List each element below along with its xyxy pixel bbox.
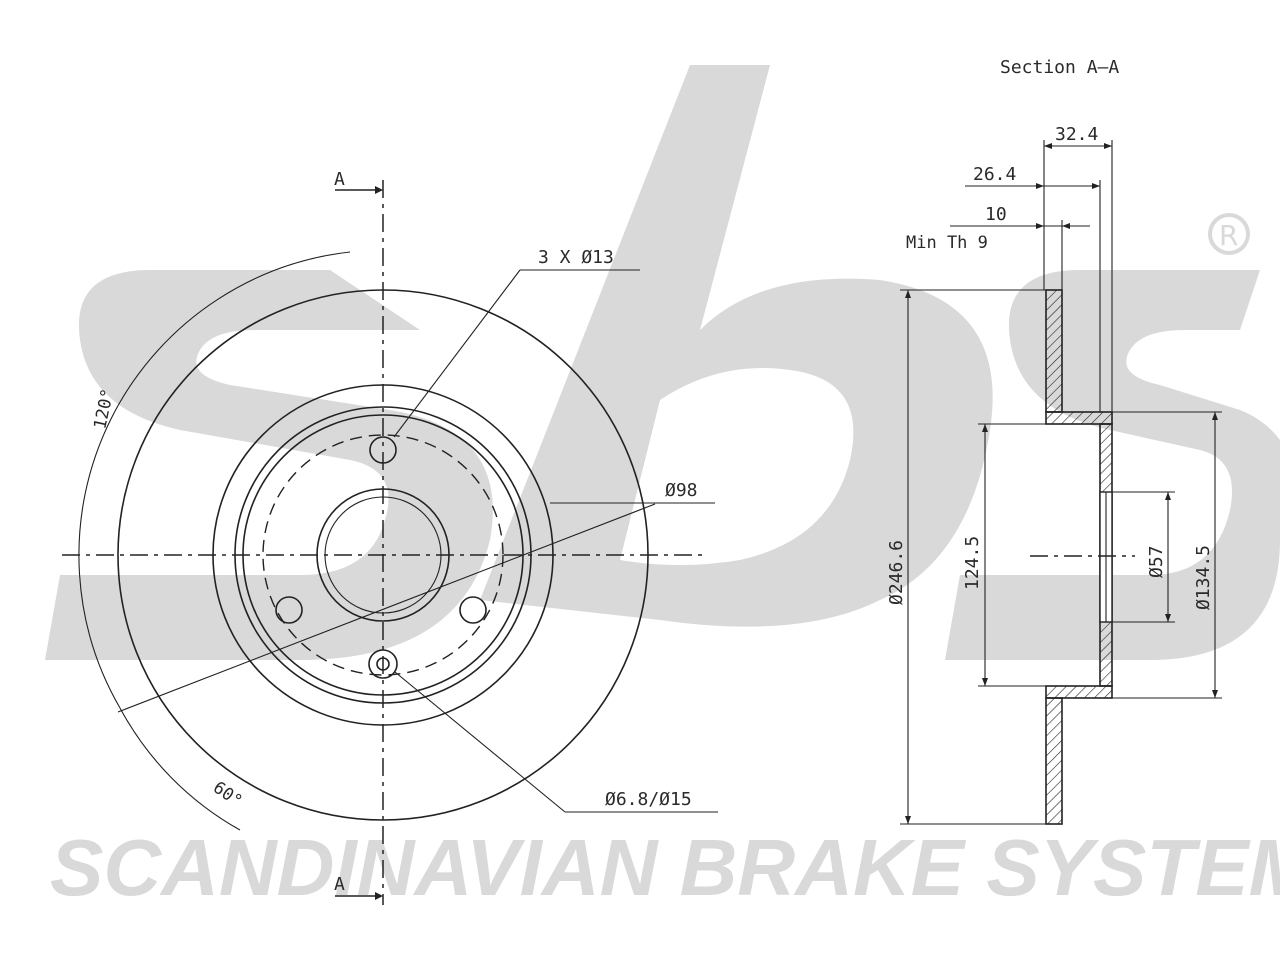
watermark-text: SCANDINAVIAN BRAKE SYSTEMS [50, 823, 1280, 912]
bolt-hole-left [275, 596, 303, 624]
min-thickness-label: Min Th 9 [906, 233, 988, 253]
dim-arrows-26-4 [1036, 183, 1100, 189]
section-arrowhead-bottom [375, 892, 383, 900]
angle-label-60: 60° [209, 778, 246, 812]
pcd-label: Ø98 [665, 480, 698, 501]
hat-depth-label: 26.4 [973, 164, 1016, 185]
bolt-holes-leader [393, 269, 521, 438]
overall-width-label: 32.4 [1055, 124, 1098, 145]
outer-diameter-label: Ø246.6 [886, 540, 907, 605]
dim-arrows-10 [1036, 223, 1070, 229]
pcd-circle [262, 434, 504, 676]
small-hole-leader [394, 671, 566, 813]
hat-outer-label: Ø134.5 [1193, 545, 1214, 610]
angle-arc-120 [78, 251, 351, 709]
center-bore-label: Ø57 [1146, 545, 1167, 578]
pcd-leader-line [117, 503, 656, 713]
section-view: Section A–A 32.4 26.4 10 Min Th 9 [886, 57, 1222, 825]
angle-arc-60 [119, 707, 241, 831]
dim-arrows-32-4 [1044, 143, 1112, 149]
registered-mark-icon [1208, 213, 1250, 255]
front-view: A A 3 X Ø13 Ø98 Ø6.8/Ø15 120° 60° [62, 169, 718, 905]
section-title: Section A–A [1000, 57, 1119, 78]
friction-ring-bottom [1045, 697, 1063, 825]
thickness-label: 10 [985, 204, 1007, 225]
section-arrowhead-top [375, 186, 383, 194]
friction-ring-top [1045, 289, 1063, 413]
bolt-hole-right [459, 596, 487, 624]
hat-wall-top [1045, 411, 1113, 425]
sbs-watermark-logo [45, 65, 1280, 660]
section-marker-top: A [334, 169, 345, 190]
hat-inner-label: 124.5 [962, 536, 983, 590]
section-marker-bottom: A [334, 874, 345, 895]
registered-mark-letter: R [1219, 219, 1238, 252]
hat-wall-bottom [1045, 685, 1113, 699]
angle-label-120: 120° [90, 387, 118, 431]
small-hole-label: Ø6.8/Ø15 [605, 789, 692, 810]
bolt-holes-label: 3 X Ø13 [538, 247, 614, 268]
